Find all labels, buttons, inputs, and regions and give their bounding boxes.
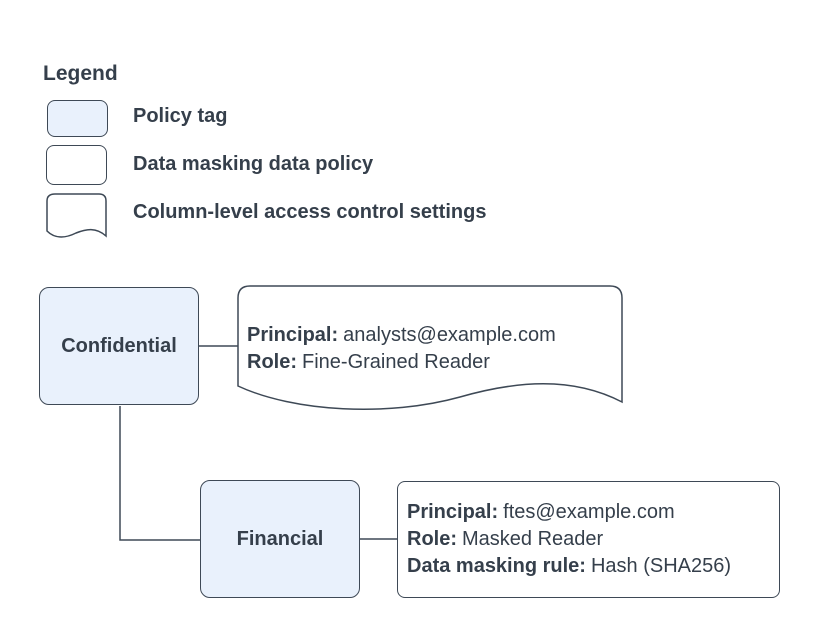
- note-line: Role:Masked Reader: [407, 526, 779, 553]
- legend-swatch-document-icon: [46, 193, 107, 238]
- legend-item-label: Data masking data policy: [133, 153, 374, 175]
- node-label: Confidential: [61, 334, 177, 357]
- node-access-settings-text: Principal:analysts@example.com Role:Fine…: [247, 322, 556, 376]
- field-key: Role:: [407, 528, 457, 550]
- legend-item-label: Policy tag: [133, 105, 228, 127]
- column-access-settings-shape: [237, 285, 623, 410]
- legend-swatch-data-masking-policy: [46, 145, 107, 185]
- note-line: Data masking rule:Hash (SHA256): [407, 553, 779, 580]
- note-line: Principal:analysts@example.com: [247, 322, 556, 349]
- field-key: Role:: [247, 351, 297, 373]
- legend-item-label: Column-level access control settings: [133, 201, 487, 223]
- field-value: analysts@example.com: [343, 324, 556, 346]
- note-line: Principal:ftes@example.com: [407, 499, 779, 526]
- field-key: Principal:: [407, 501, 499, 523]
- legend-title: Legend: [43, 62, 118, 85]
- node-confidential-policy-tag: Confidential: [39, 287, 199, 405]
- legend-swatch-policy-tag: [47, 100, 108, 137]
- note-line: Role:Fine-Grained Reader: [247, 349, 556, 376]
- field-value: Fine-Grained Reader: [302, 351, 490, 373]
- field-value: ftes@example.com: [503, 501, 675, 523]
- field-key: Principal:: [247, 324, 339, 346]
- connector-confidential-financial: [119, 406, 200, 541]
- node-data-masking-policy: Principal:ftes@example.com Role:Masked R…: [397, 481, 780, 598]
- field-value: Masked Reader: [462, 528, 604, 550]
- field-value: Hash (SHA256): [590, 555, 732, 577]
- node-label: Financial: [236, 527, 324, 550]
- node-financial-policy-tag: Financial: [200, 480, 360, 598]
- field-key: Data masking rule:: [407, 555, 586, 577]
